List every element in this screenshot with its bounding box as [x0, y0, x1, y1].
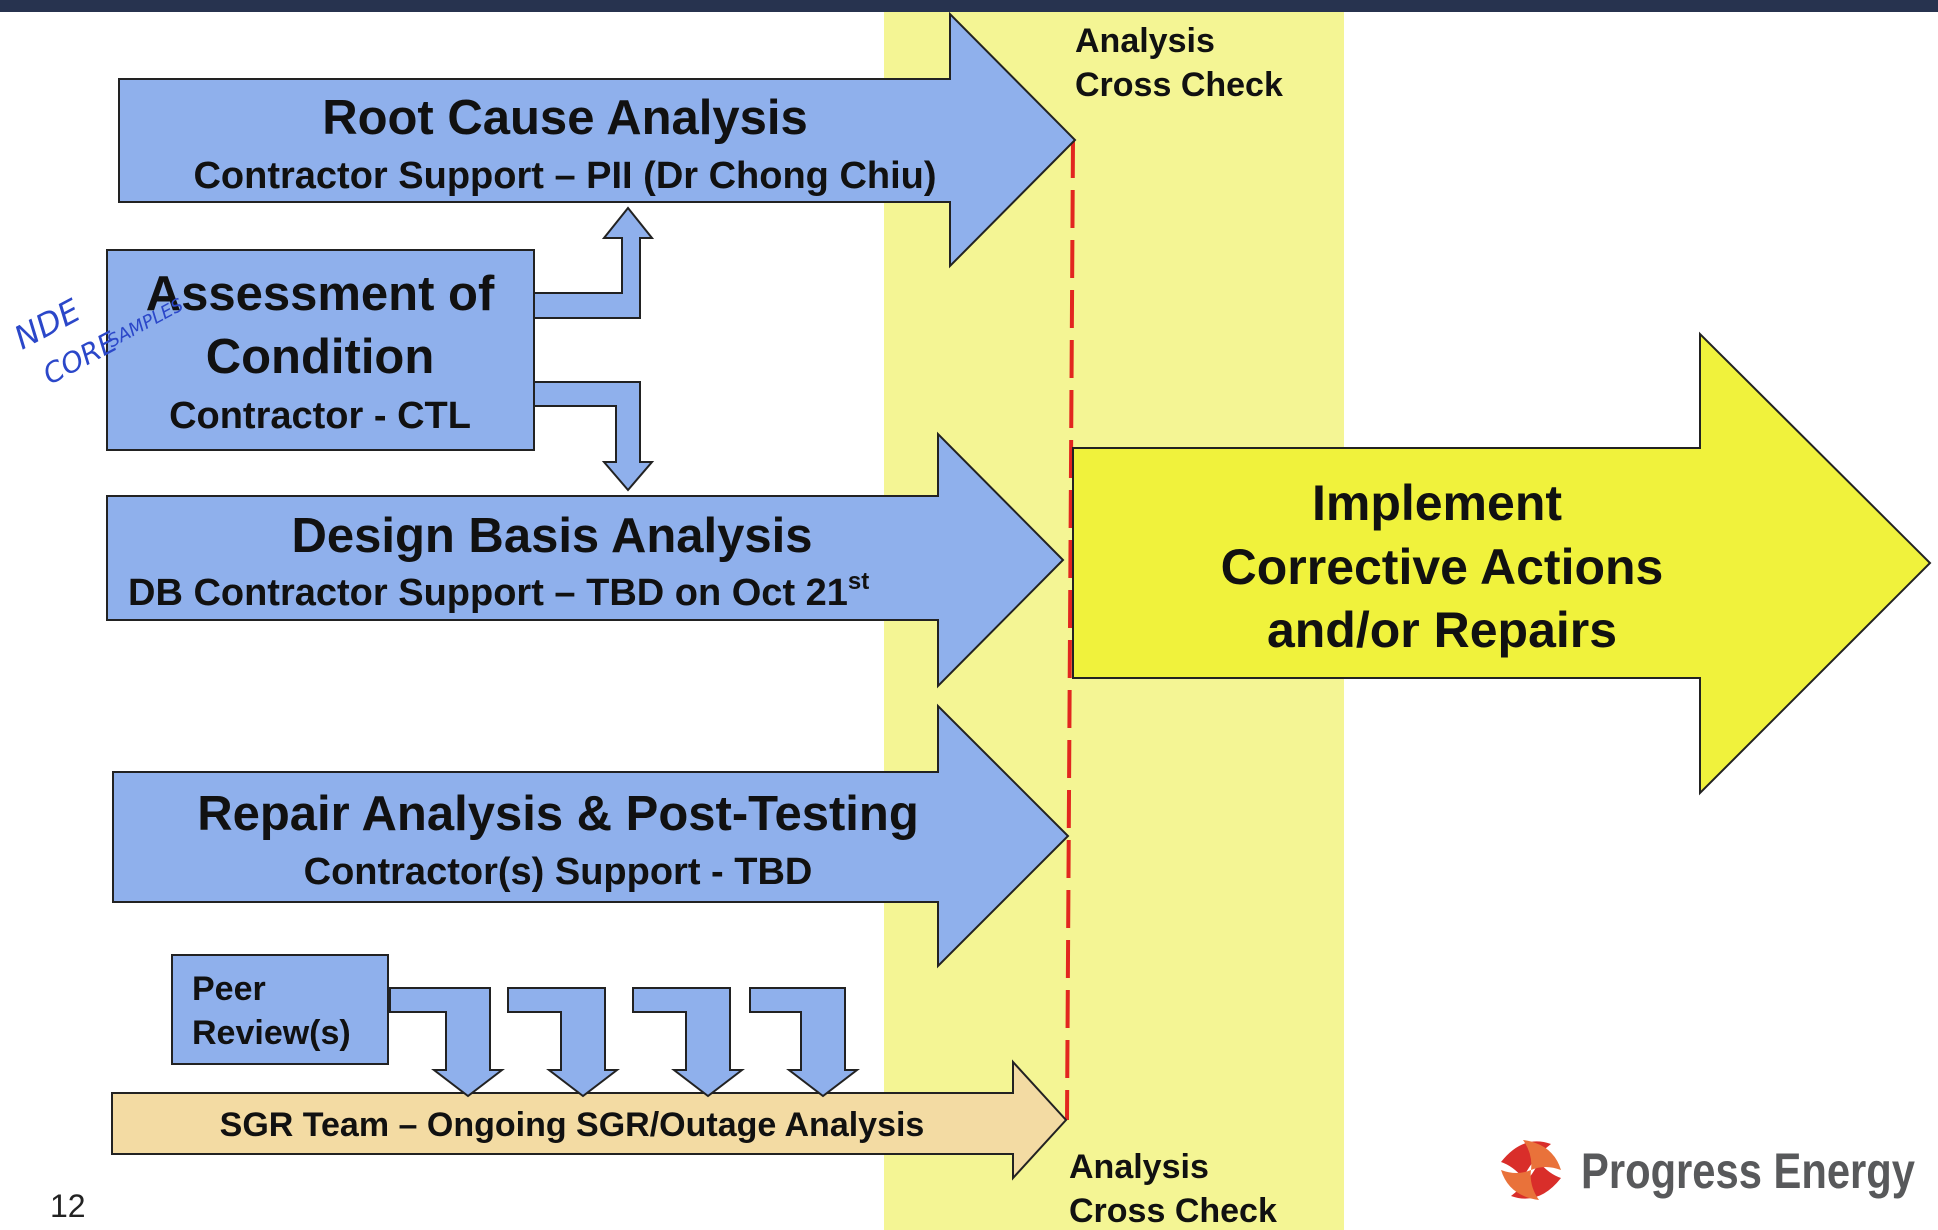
root-cause-arrow: [118, 11, 1077, 269]
assessment-box: [106, 249, 535, 451]
implement-line1: Implement: [1312, 475, 1562, 531]
implement-line3: and/or Repairs: [1267, 602, 1617, 658]
peer-review-connector-4: [749, 987, 860, 1098]
progress-energy-logo: Progress Energy: [1499, 1138, 1915, 1202]
design-basis-superscript: st: [848, 568, 869, 595]
repair-title: Repair Analysis & Post-Testing: [197, 787, 919, 841]
assessment-line2: Condition: [206, 330, 435, 384]
cross-check-top-line2: Cross Check: [1075, 66, 1283, 104]
peer-review-line2: Review(s): [192, 1014, 351, 1052]
cross-check-line: [1065, 139, 1075, 1121]
peer-review-box: [171, 954, 389, 1065]
peer-review-connector-2: [507, 987, 620, 1098]
implement-line2: Corrective Actions: [1221, 539, 1664, 595]
assessment-subtitle: Contractor - CTL: [169, 395, 471, 437]
assessment-up-connector: [533, 206, 655, 319]
peer-review-connector-3: [632, 987, 745, 1098]
design-basis-arrow: [106, 431, 1065, 689]
peer-review-connector-1: [389, 987, 505, 1098]
cross-check-bottom-line2: Cross Check: [1069, 1192, 1277, 1230]
design-basis-title: Design Basis Analysis: [291, 509, 812, 563]
implement-arrow: [1072, 331, 1932, 796]
design-basis-subtitle-main: DB Contractor Support – TBD on Oct 21: [128, 572, 848, 614]
sgr-team-arrow: [111, 1059, 1068, 1181]
peer-review-line1: Peer: [192, 970, 266, 1008]
top-bar: [0, 0, 1938, 12]
repair-arrow: [112, 703, 1070, 969]
root-cause-title: Root Cause Analysis: [322, 91, 808, 145]
root-cause-subtitle: Contractor Support – PII (Dr Chong Chiu): [193, 155, 936, 197]
sgr-team-label: SGR Team – Ongoing SGR/Outage Analysis: [220, 1106, 925, 1144]
design-basis-subtitle: DB Contractor Support – TBD on Oct 21st: [128, 568, 869, 614]
assessment-down-connector: [533, 381, 655, 492]
logo-mark-icon: [1499, 1138, 1563, 1202]
cross-check-bottom-line1: Analysis: [1069, 1148, 1209, 1186]
assessment-line1: Assessment of: [146, 267, 495, 321]
logo-text: Progress Energy: [1581, 1143, 1915, 1199]
page-number: 12: [50, 1188, 86, 1224]
repair-subtitle: Contractor(s) Support - TBD: [304, 851, 813, 893]
cross-check-top-line1: Analysis: [1075, 22, 1215, 60]
